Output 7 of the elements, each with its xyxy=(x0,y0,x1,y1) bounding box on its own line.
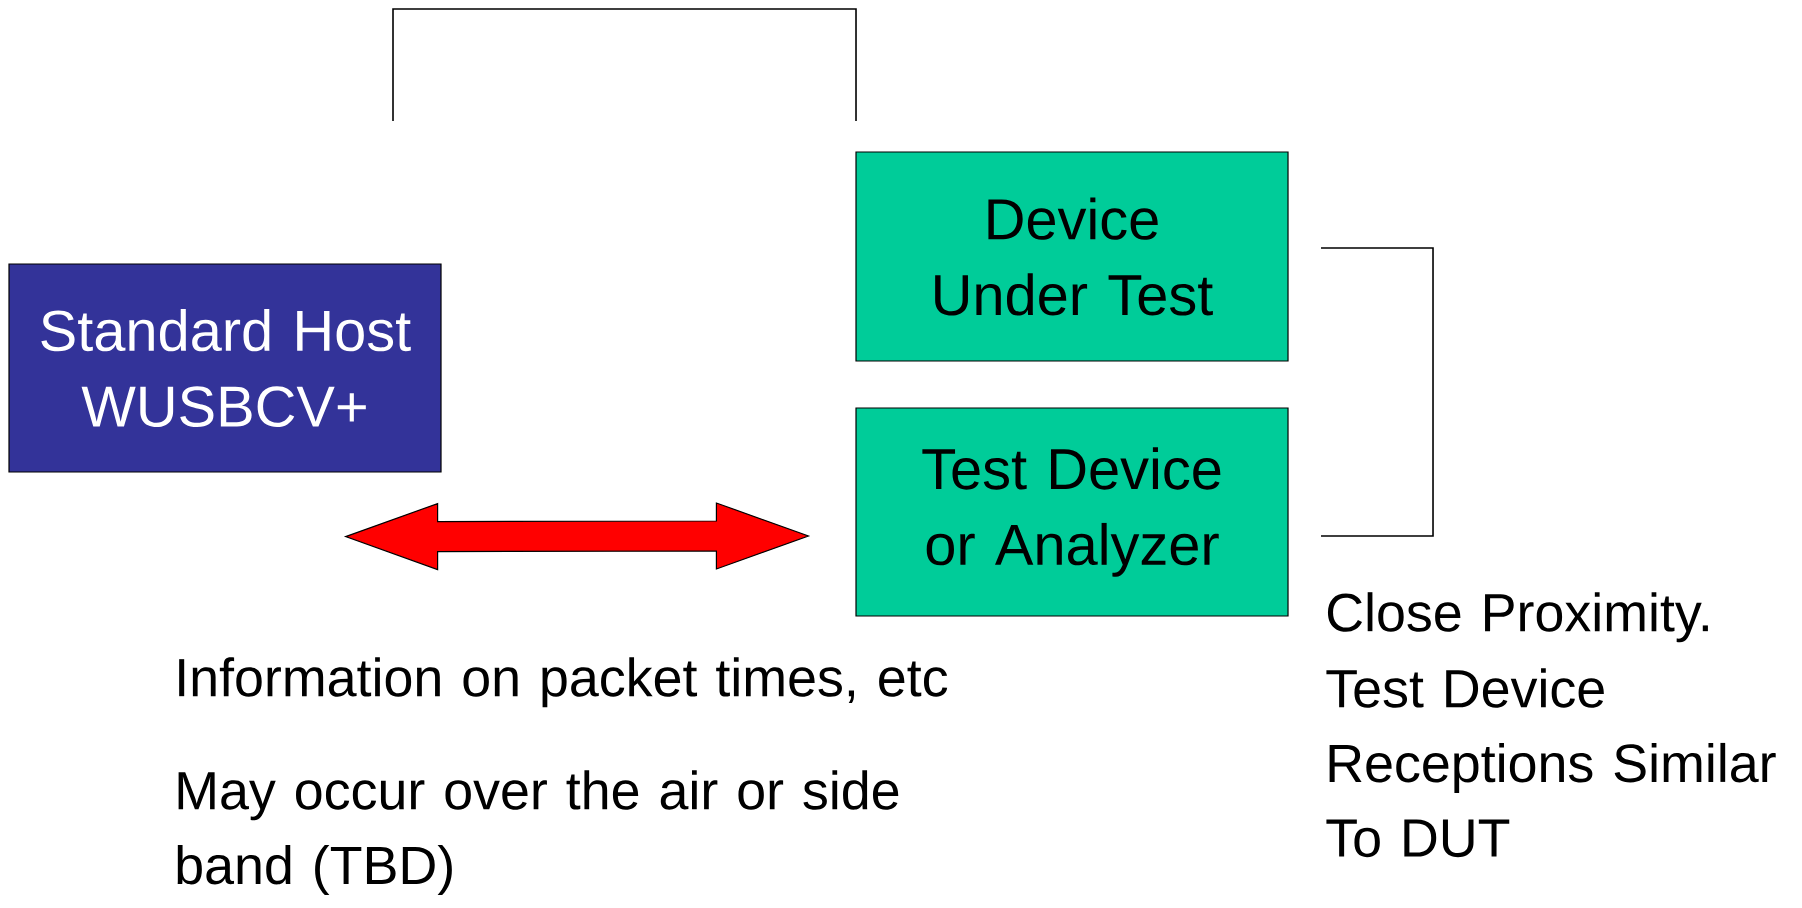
note-text: May occur over the air or side band (TBD) xyxy=(177,770,899,896)
note-text: Close Proximity. xyxy=(1327,592,1708,643)
process-box: Device Under Test xyxy=(855,151,1289,362)
note-text: Information on packet times, etc xyxy=(179,657,948,708)
note-text: Test Device Receptions Similar To DUT xyxy=(1326,668,1776,858)
process-box: Standard Host WUSBCV+ xyxy=(8,263,442,473)
process-box: Test Device or Analyzer xyxy=(855,407,1289,617)
